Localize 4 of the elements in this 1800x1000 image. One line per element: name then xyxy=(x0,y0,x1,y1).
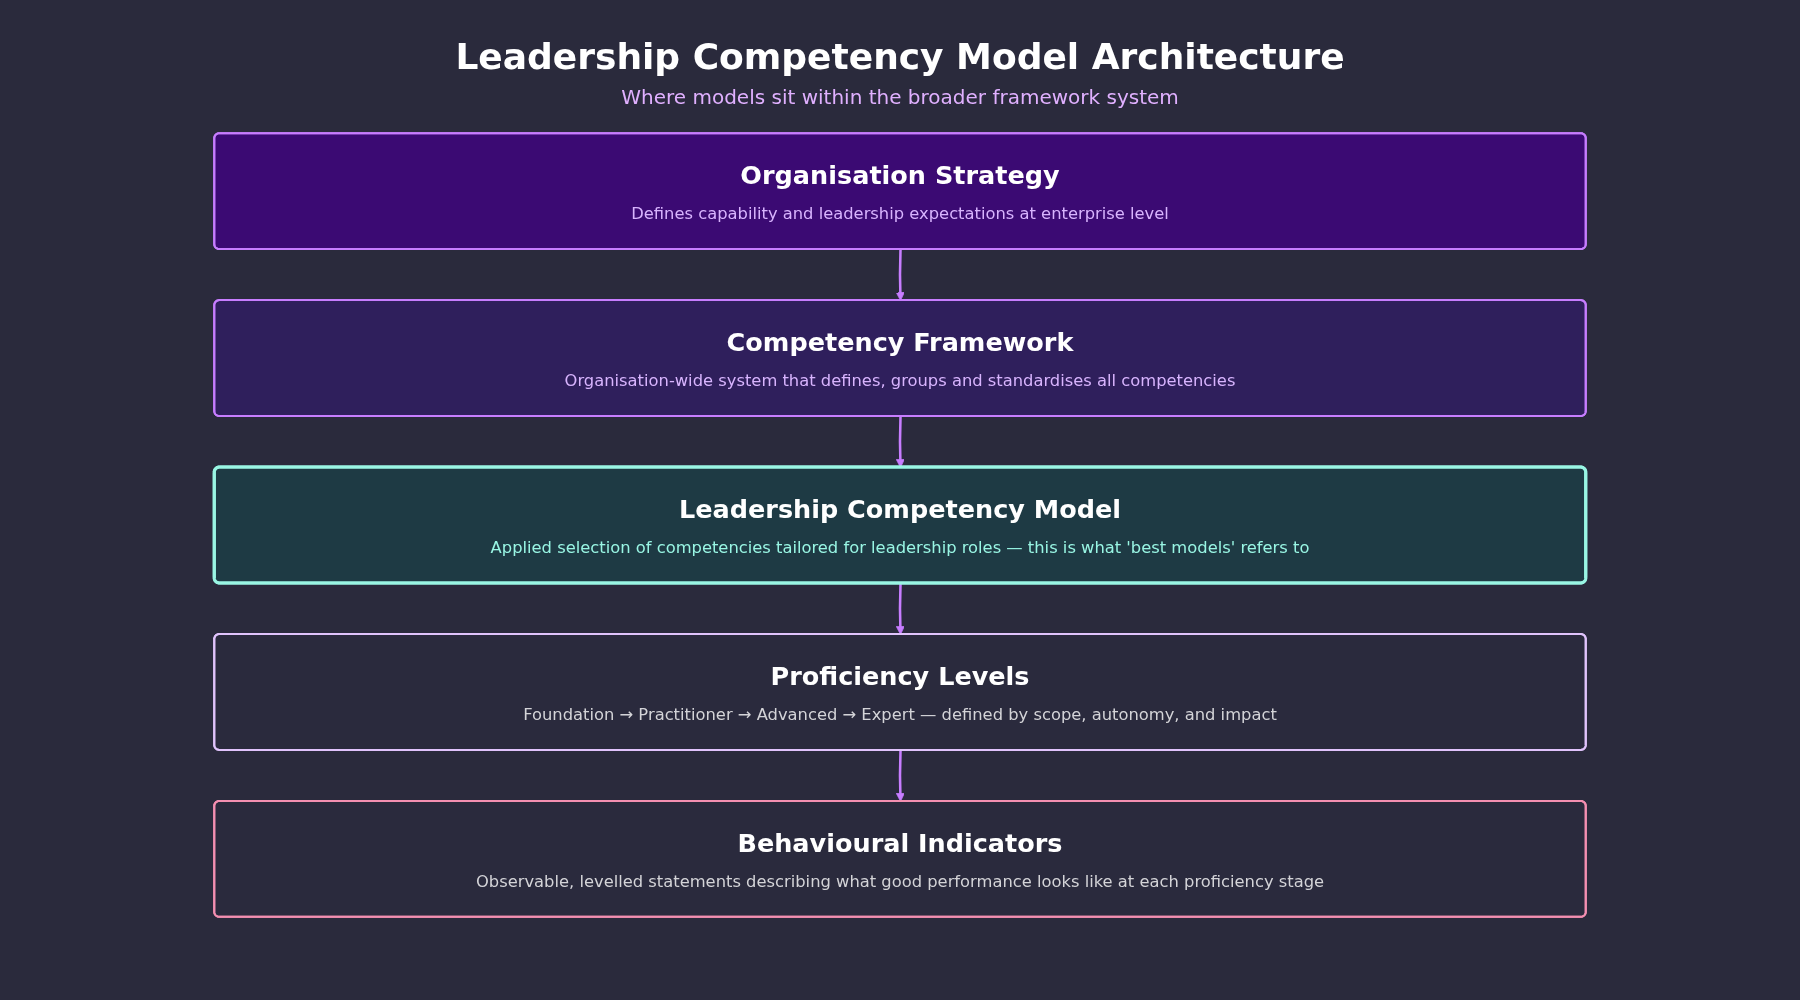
arrow xyxy=(895,249,905,301)
diagram-title: Leadership Competency Model Architecture xyxy=(455,36,1345,77)
arrow xyxy=(895,416,905,468)
diagram-subtitle: Where models sit within the broader framework system xyxy=(621,85,1179,109)
